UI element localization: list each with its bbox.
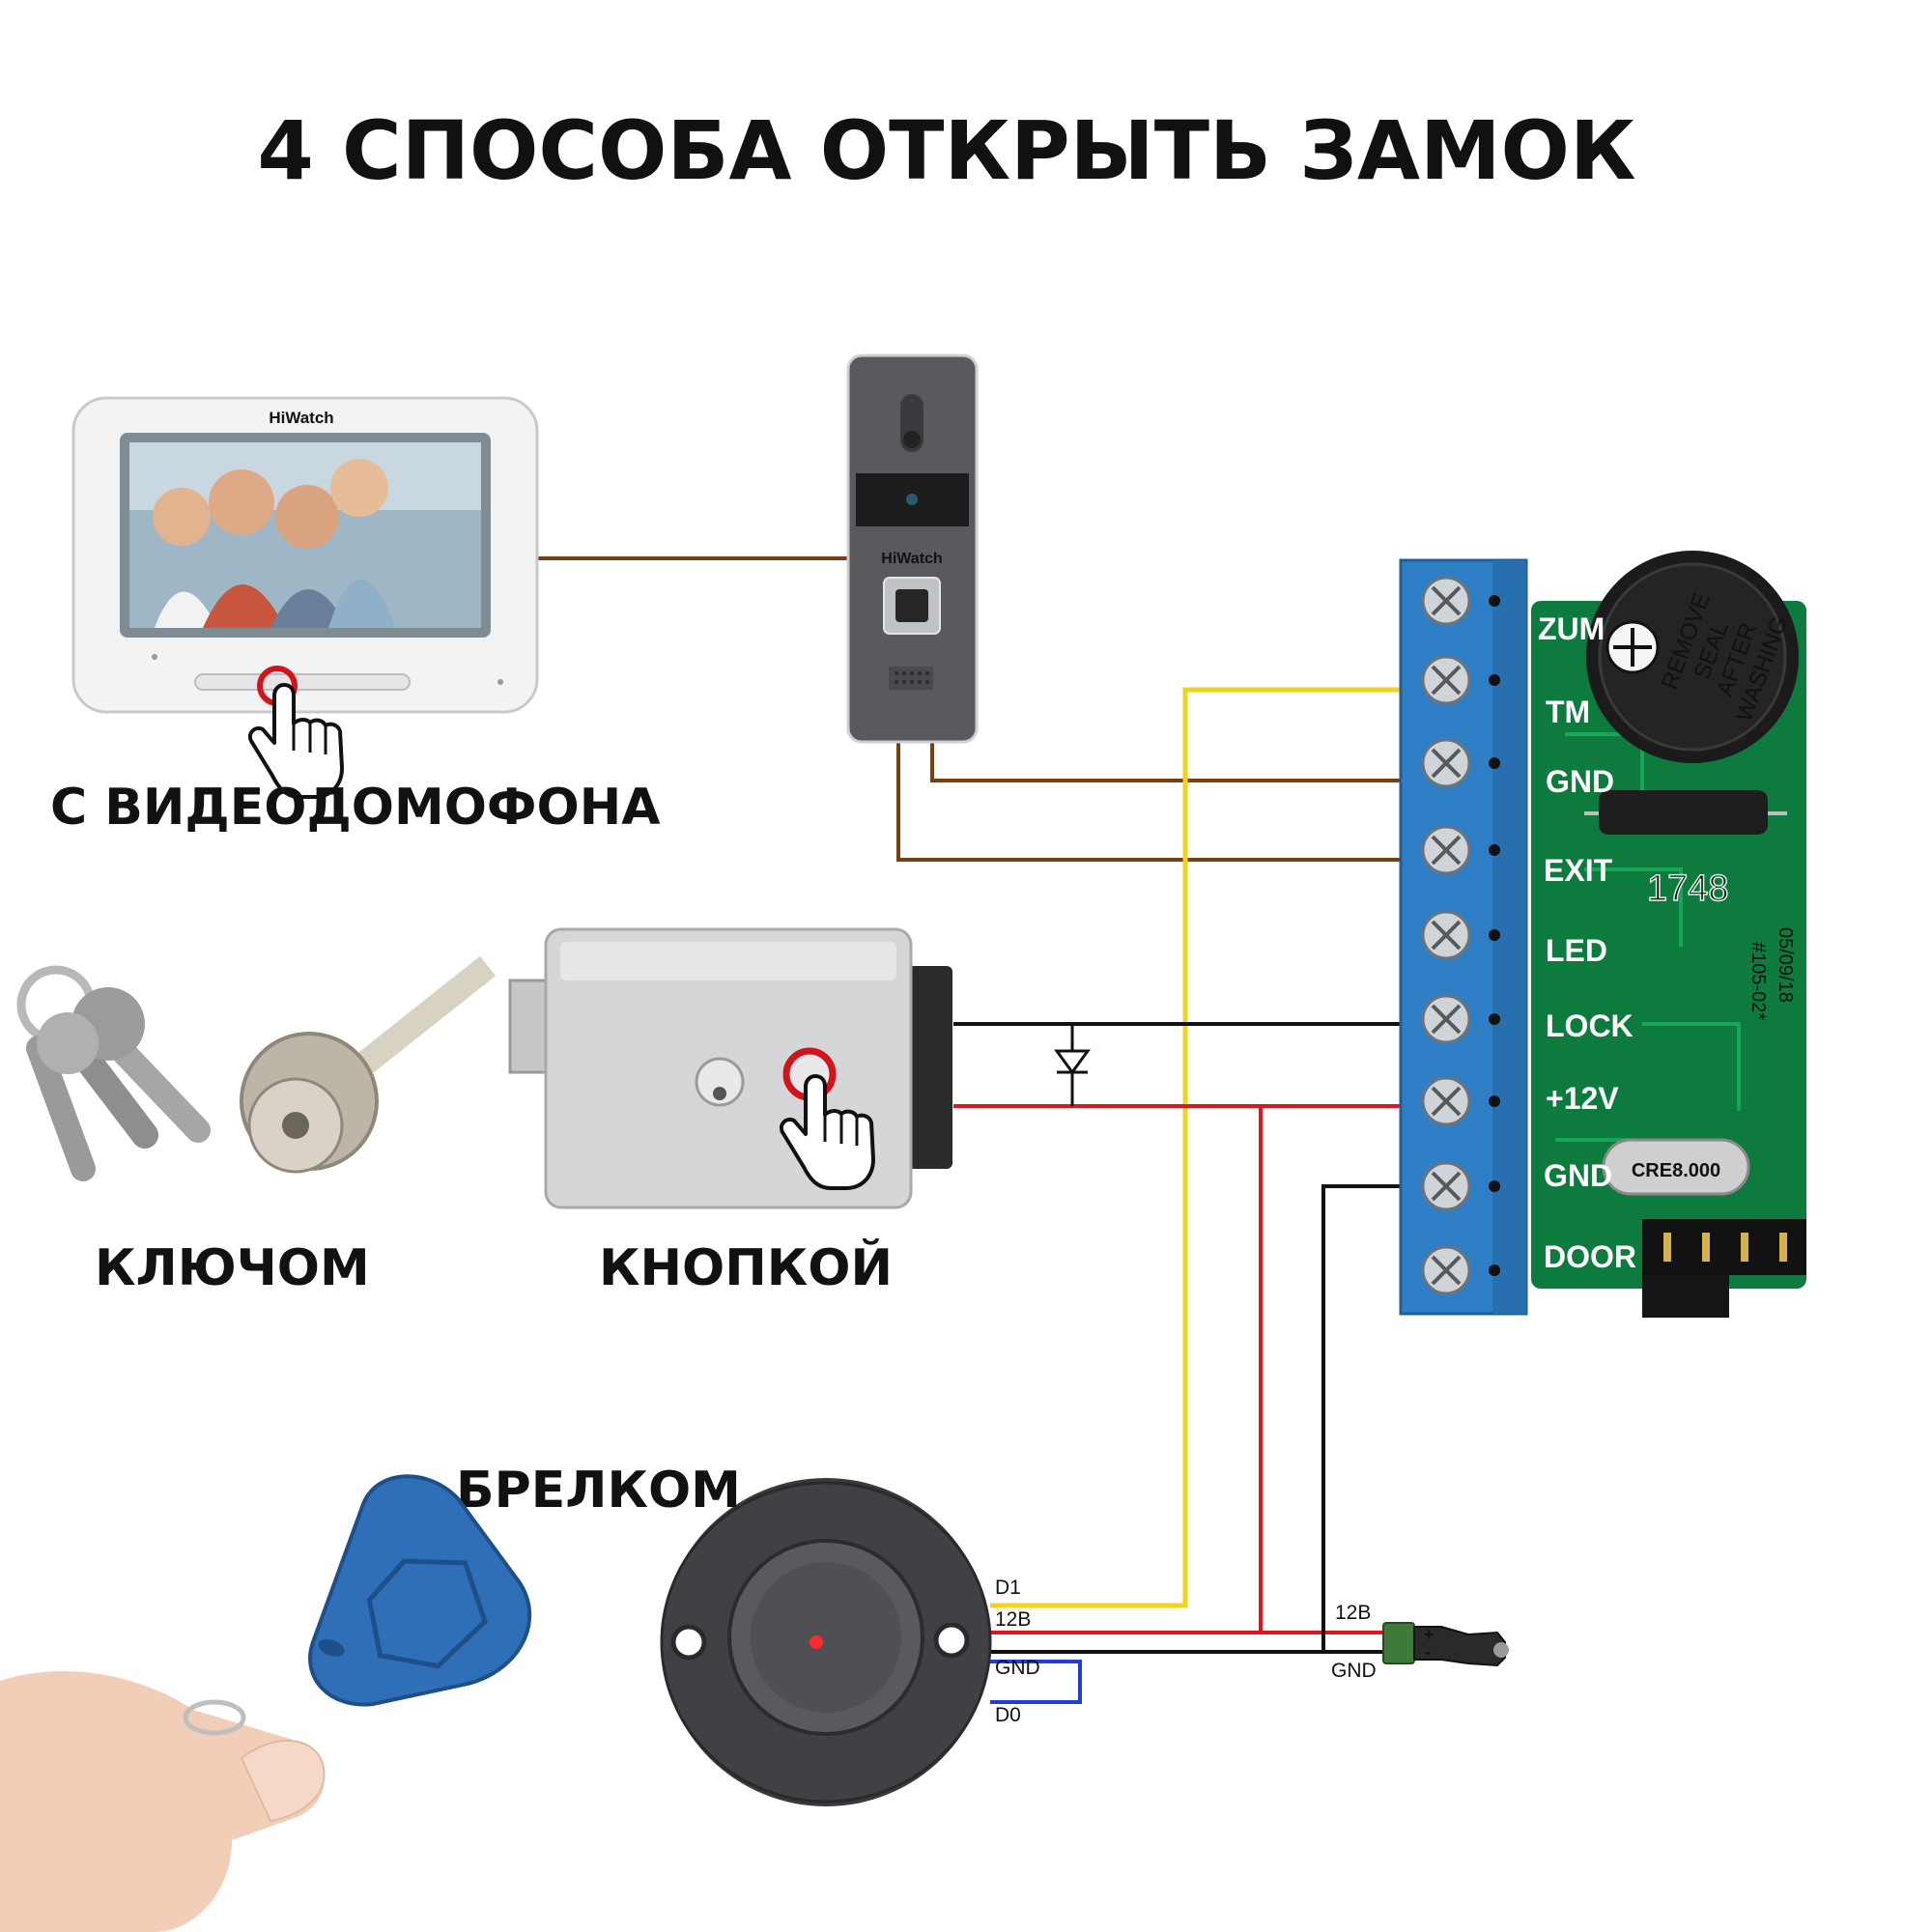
lock-cylinder-icon xyxy=(240,955,497,1174)
method-label-fob: БРЕЛКОМ xyxy=(456,1462,741,1520)
wire-panel-exit xyxy=(896,739,1401,862)
terminal-label-tm: TM xyxy=(1546,695,1590,729)
electric-lock xyxy=(508,927,952,1209)
terminal-label-door: DOOR xyxy=(1544,1239,1636,1274)
wire-reader-d0 xyxy=(990,1660,1082,1704)
reader-pin-d1: D1 xyxy=(995,1577,1021,1599)
key-fob-hand xyxy=(0,1474,532,1932)
video-monitor: HiWatch xyxy=(71,396,539,714)
crystal xyxy=(1602,1138,1750,1196)
diode-icon xyxy=(1054,1024,1091,1106)
diagram-title: 4 СПОСОБА ОТКРЫТЬ ЗАМОК xyxy=(257,103,1635,198)
method-label-button: КНОПКОЙ xyxy=(599,1238,893,1297)
terminal-label-gnd: GND xyxy=(1546,764,1614,799)
terminal-label-exit: EXIT xyxy=(1544,853,1613,888)
panel-brand-logo: HiWatch xyxy=(881,551,942,567)
pcb-date-mark: 05/09/18 xyxy=(1775,927,1796,1003)
wire-tm-d1 xyxy=(990,687,1401,1608)
reader-pin-d0: D0 xyxy=(995,1704,1021,1726)
reader-pin-12v: 12В xyxy=(995,1608,1031,1631)
reader-pin-gnd: GND xyxy=(995,1657,1040,1679)
jack-minus-sign: - xyxy=(1425,1642,1431,1662)
crystal-mark: CRE8.000 xyxy=(1632,1160,1720,1181)
method-label-key: КЛЮЧОМ xyxy=(95,1239,370,1297)
wire-gnd-controller xyxy=(1321,1184,1401,1652)
terminal-label-gnd-2: GND xyxy=(1544,1158,1612,1193)
jack-plus-sign: + xyxy=(1424,1625,1435,1644)
power-jack: + - xyxy=(1382,1622,1509,1667)
terminal-label-led: LED xyxy=(1546,933,1607,968)
reader-led xyxy=(810,1635,823,1649)
wire-panel-gnd xyxy=(930,739,1401,782)
hand-pointer-icon xyxy=(248,683,344,799)
hand-pointer-icon xyxy=(780,1074,875,1190)
pcb-chip-mark: 1748 xyxy=(1647,868,1729,909)
keys-icon xyxy=(16,965,211,1181)
terminal-label-zum: ZUM xyxy=(1538,611,1605,646)
wires xyxy=(537,556,1401,1704)
pcb-board-mark: #105-02* xyxy=(1747,942,1769,1020)
terminal-label-12v: +12V xyxy=(1546,1081,1619,1116)
access-controller: REMOVE SEAL AFTER WASHING 1748 05/09/18 … xyxy=(1399,551,1806,1318)
rfid-reader xyxy=(660,1478,992,1806)
terminal-label-lock: LOCK xyxy=(1546,1009,1634,1043)
monitor-brand-logo: HiWatch xyxy=(269,409,333,427)
capacitor xyxy=(1599,790,1768,835)
jack-label-12v: 12В xyxy=(1335,1602,1371,1624)
call-panel: HiWatch xyxy=(846,354,979,744)
jack-label-gnd: GND xyxy=(1331,1660,1377,1682)
method-label-intercom: С ВИДЕОДОМОФОНА xyxy=(50,779,660,837)
